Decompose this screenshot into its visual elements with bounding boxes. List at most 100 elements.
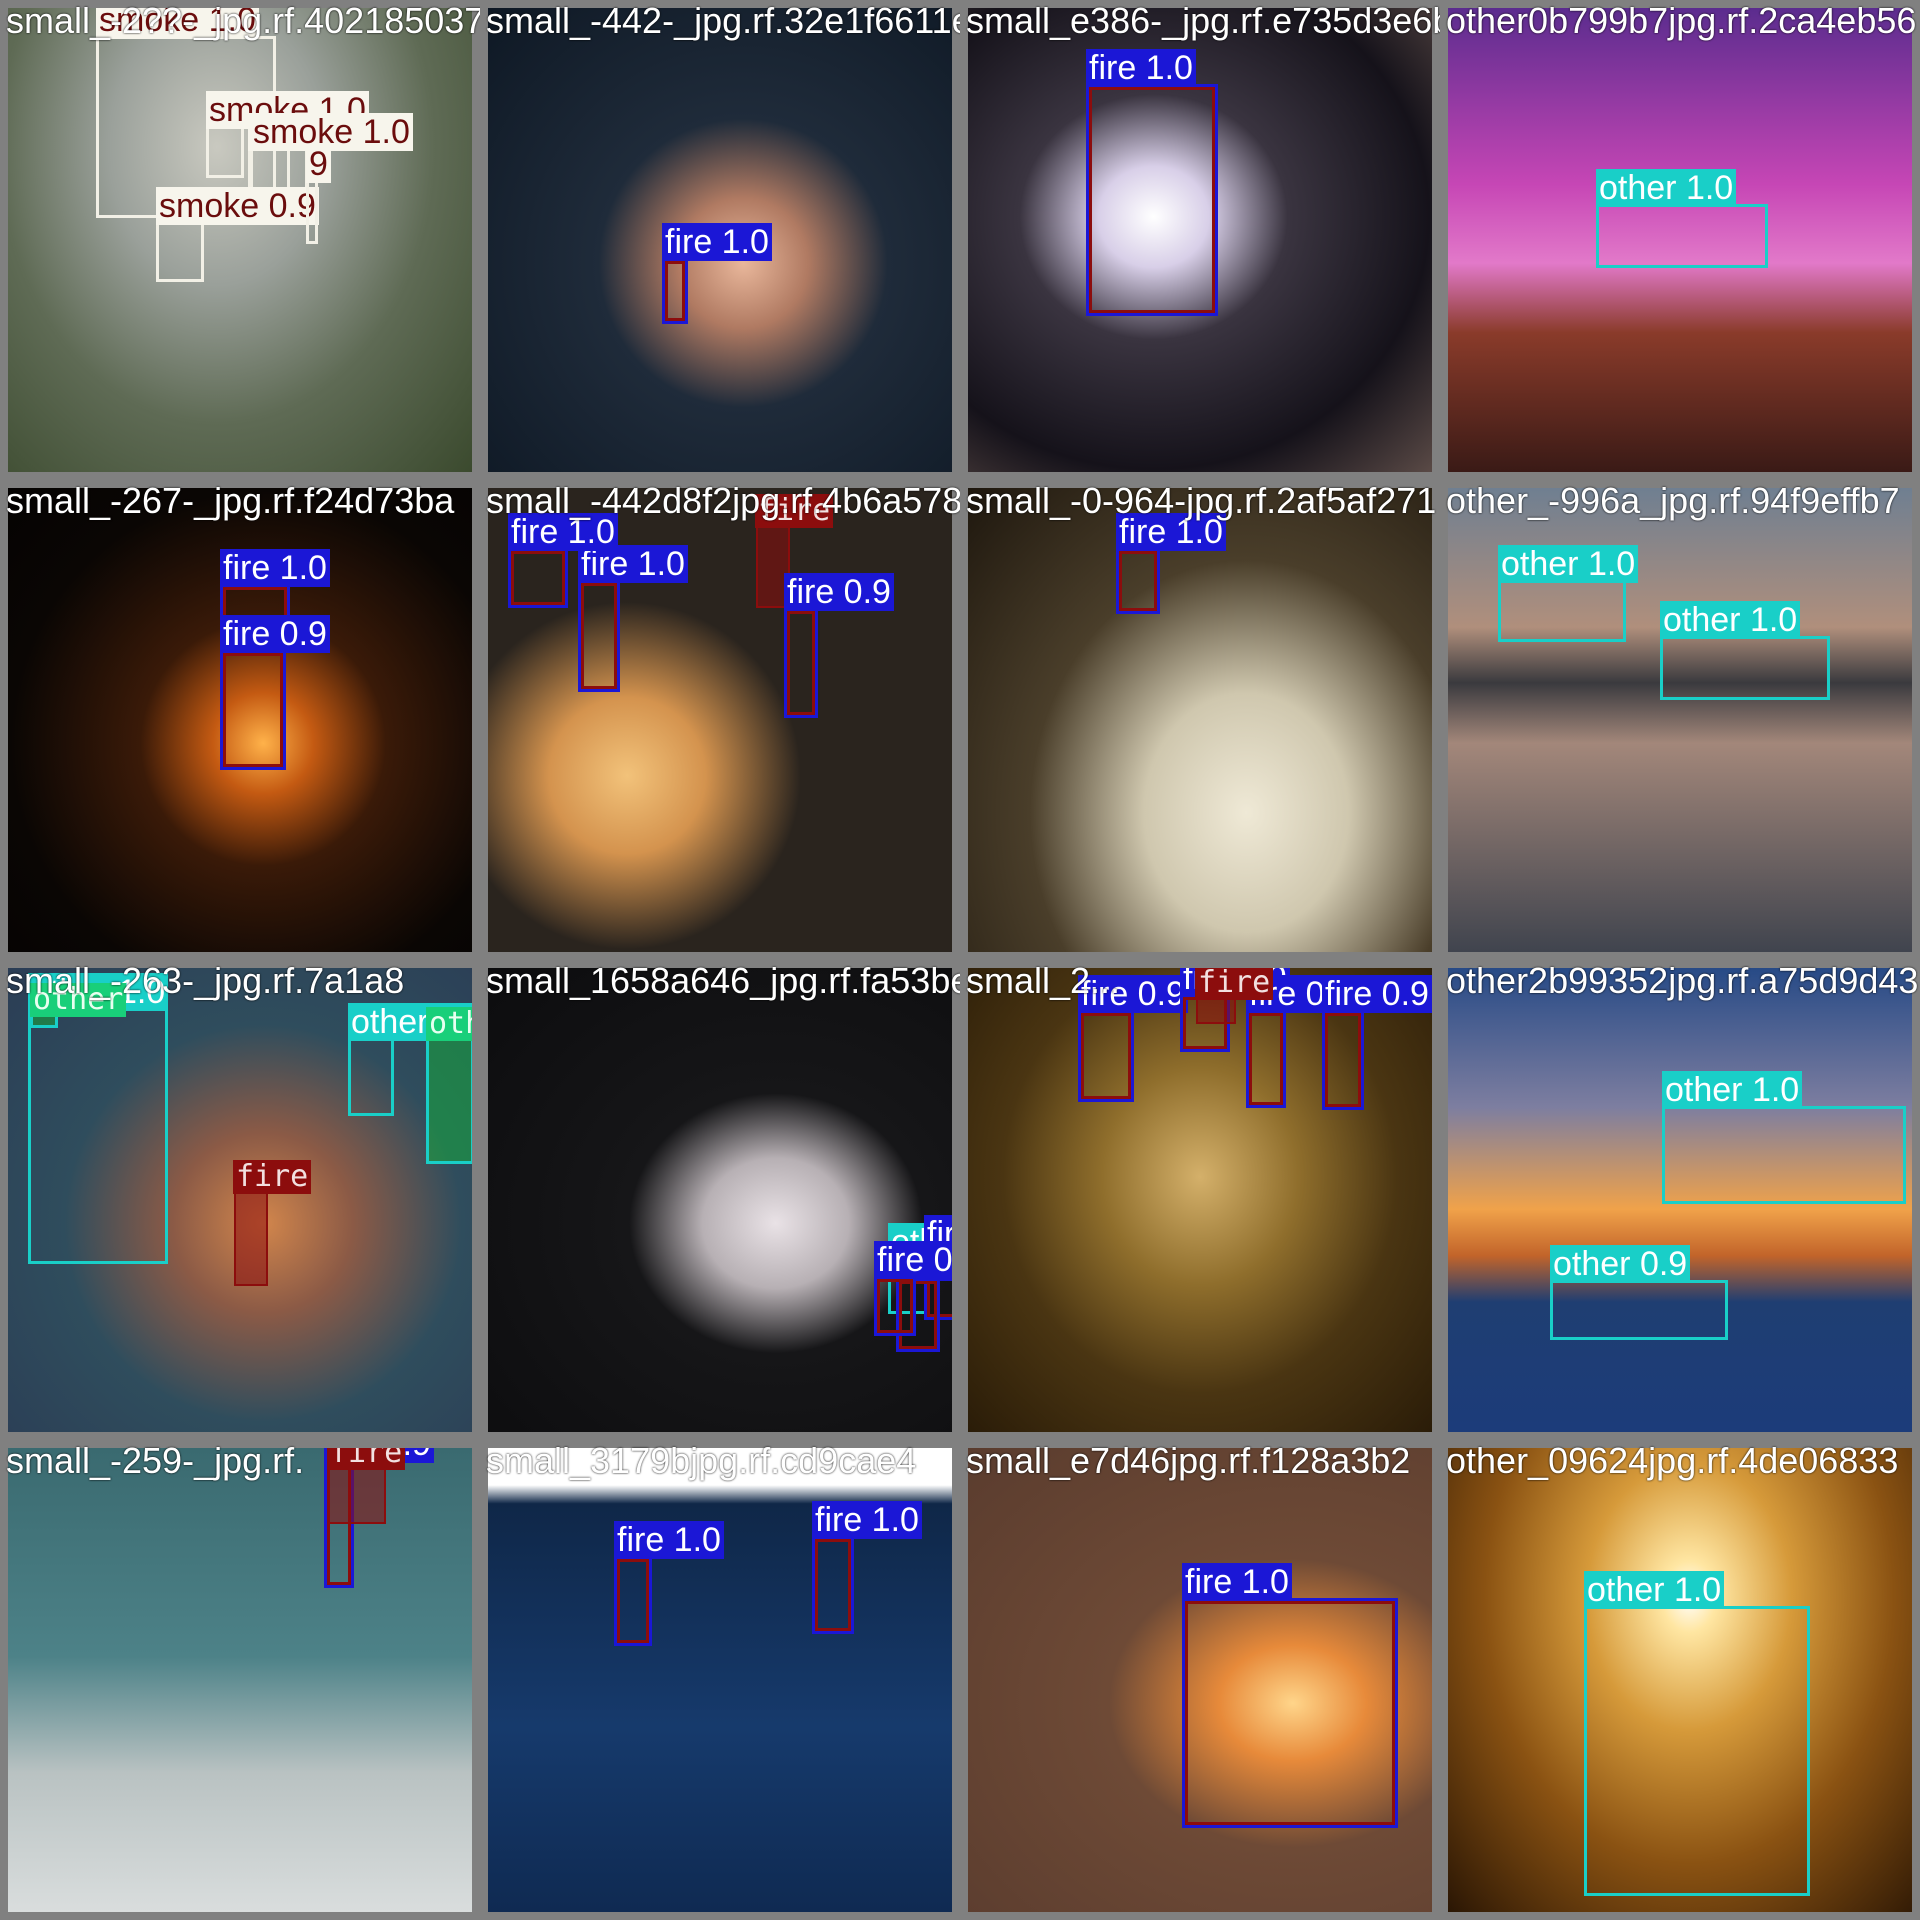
detection-label: fire 1.0: [508, 513, 618, 551]
scene-city-skyline: [1448, 968, 1912, 1432]
detection-label: other 1.0: [1596, 169, 1737, 207]
detection-label: fire 1.0: [1182, 1563, 1292, 1601]
detection-box-fire: fire 0.9: [1078, 975, 1188, 1102]
scene-roses-lantern: [968, 488, 1432, 952]
scene-frame-candles: [488, 968, 952, 1432]
detection-label: smoke 0.9: [156, 187, 319, 225]
detection-label: fire 1.0: [662, 223, 772, 261]
scene-girl-candle: [8, 1448, 472, 1912]
detection-box-greentag: other: [30, 983, 127, 1028]
detection-box-fire: fire 1.0: [662, 223, 772, 324]
detection-box-greentag: othe: [426, 1007, 472, 1164]
detection-box-fire: fire 0.9: [220, 615, 330, 770]
image-frame: fire 1.0 fire fire 0.9 fire 1.0: [488, 488, 952, 952]
detection-box-fire: fire 0.9: [1322, 975, 1432, 1110]
detection-box-smoke: smoke 0.9: [156, 187, 319, 282]
detection-box-other: other 0.9: [348, 1003, 472, 1116]
image-frame: other 1.0 other 1.0: [1448, 488, 1912, 952]
detection-label: fire 0.9: [1078, 975, 1188, 1013]
detection-label: fire: [327, 1448, 406, 1470]
scene-candelabra: [968, 968, 1432, 1432]
detection-box-fire: fire 1.0: [812, 1501, 922, 1634]
detection-box-fire: fire 1.0: [614, 1521, 724, 1646]
detection-box-fire: fire 1.0: [220, 549, 330, 644]
detection-box-other: other 1.0: [1596, 169, 1768, 268]
detection-box-tag: fire: [1195, 968, 1274, 1024]
detection-label: other: [30, 983, 127, 1017]
detection-label: fire: [755, 494, 834, 528]
detection-label: fire 0.9: [220, 615, 330, 653]
image-frame: fire 1.0: [968, 1448, 1432, 1912]
detection-label: fire 1.0: [812, 1501, 922, 1539]
detection-box-smoke: smoke 1.0: [96, 8, 276, 218]
detection-box-fire: fire 1.0: [508, 513, 618, 608]
scene-burning-outlet: [968, 1448, 1432, 1912]
detection-label: fire 1.0: [1116, 513, 1226, 551]
image-frame: other 1.0 other 0.9: [1448, 968, 1912, 1432]
image-frame: other 1.0: [1448, 8, 1912, 472]
detection-label: fire 1.0: [578, 545, 688, 583]
image-frame: fire 1.0: [488, 8, 952, 472]
detection-box-smoke: 9: [306, 145, 331, 244]
detection-label: fire: [233, 1160, 312, 1194]
detection-label: fire 0.9: [1322, 975, 1432, 1013]
scene-smoky-forest: [8, 8, 472, 472]
detection-label: fire 0.9: [784, 573, 894, 611]
image-frame: fire 1.0: [968, 488, 1432, 952]
detection-label: smoke 1.0: [250, 113, 413, 151]
detection-box-other: other 1.0: [1660, 601, 1830, 700]
detection-label: othe: [426, 1007, 472, 1041]
image-frame: fire 1.0 fire 0.9: [8, 488, 472, 952]
detection-box-other: other 1.0: [1662, 1071, 1906, 1204]
detection-label: other 1.0: [1662, 1071, 1803, 1109]
detection-label: other 1.0: [1660, 601, 1801, 639]
detection-box-other: other 0.9: [1550, 1245, 1728, 1340]
image-tile[interactable]: fire 1.0small_-442-_jpg.rf.32e1f6611e871…: [480, 0, 960, 480]
detection-label: other 0.9: [1550, 1245, 1691, 1283]
detection-label: smoke 1.0: [96, 8, 259, 39]
image-frame: other 1.0: [1448, 1448, 1912, 1912]
detection-box-other: other 1.0: [28, 973, 169, 1264]
detection-label: fire: [1195, 968, 1274, 1000]
image-tile[interactable]: fire 1.0small_e386-_jpg.rf.e735d3e6be0b7…: [960, 0, 1440, 480]
detection-box-tag: fire: [755, 494, 834, 608]
detection-box-fire: fire 0.9: [1246, 975, 1356, 1108]
detection-label: fire 1.0: [614, 1521, 724, 1559]
detection-box-other: other 1.0: [1498, 545, 1639, 642]
detection-box-fire: fire 1.0: [1116, 513, 1226, 614]
detection-box-smoke: smoke 1.0: [206, 91, 369, 178]
scene-lamp-glow: [1448, 1448, 1912, 1912]
detection-box-tag: fire: [327, 1448, 406, 1524]
detection-box-fire: fire 0.9: [784, 573, 894, 718]
detection-box-fire: fire 1.0: [1086, 49, 1218, 316]
image-frame: fire 1.0: [968, 8, 1432, 472]
image-frame: fire 1.0 fire 1.0: [488, 1448, 952, 1912]
detection-box-fire: fire 0.6: [874, 1241, 952, 1336]
detection-box-other: other 1.0: [1584, 1571, 1810, 1896]
detection-label: fire 1.0: [220, 549, 330, 587]
detection-label: fire 0.6: [874, 1241, 952, 1279]
detection-label: other 1.0: [1498, 545, 1639, 583]
detection-box-fire: fire 1.0: [578, 545, 688, 692]
detection-label: other 1.0: [1584, 1571, 1725, 1609]
detection-label: 9: [306, 145, 331, 183]
